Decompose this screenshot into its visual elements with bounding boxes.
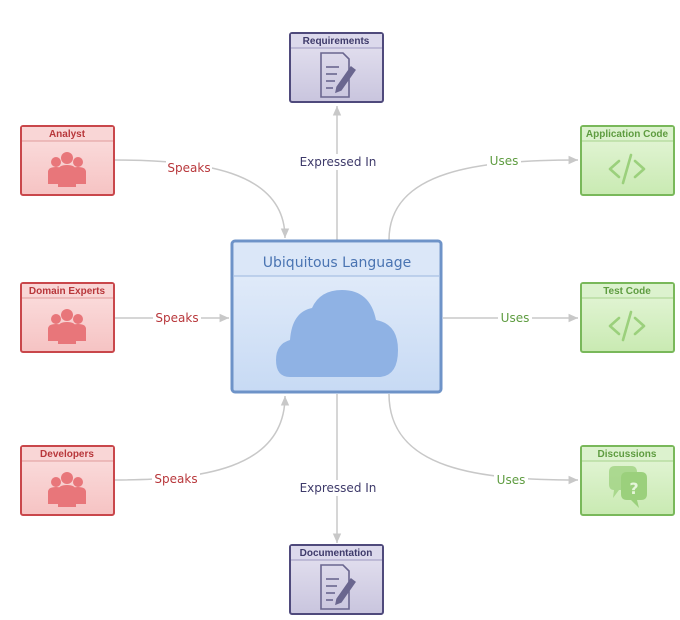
- edge-labels: Speaks Speaks Speaks Expressed In Expres…: [152, 153, 532, 496]
- edge-label-discussions: Uses: [497, 473, 526, 487]
- center-node[interactable]: Ubiquitous Language: [230, 239, 443, 394]
- center-title: Ubiquitous Language: [263, 255, 411, 271]
- node-domain-experts[interactable]: Domain Experts: [20, 282, 115, 353]
- edge-label-test-code: Uses: [501, 311, 530, 325]
- node-analyst[interactable]: Analyst: [20, 125, 115, 196]
- node-title: Requirements: [303, 36, 370, 47]
- node-application-code[interactable]: Application Code: [580, 125, 675, 196]
- edge-label-developers: Speaks: [154, 472, 197, 486]
- edge-label-analyst: Speaks: [167, 161, 210, 175]
- node-title: Application Code: [586, 129, 669, 140]
- edge-label-requirements: Expressed In: [300, 155, 377, 169]
- edge-label-domain-experts: Speaks: [155, 311, 198, 325]
- node-requirements[interactable]: Requirements: [289, 32, 384, 103]
- node-title: Test Code: [603, 286, 651, 297]
- edge-developers: [113, 395, 290, 481]
- node-title: Analyst: [49, 129, 86, 140]
- edge-discussions: [388, 393, 579, 485]
- edge-analyst: [113, 159, 290, 239]
- edge-label-documentation: Expressed In: [300, 481, 377, 495]
- node-developers[interactable]: Developers: [20, 445, 115, 516]
- node-title: Domain Experts: [29, 286, 106, 297]
- edge-label-application-code: Uses: [490, 154, 519, 168]
- edge-application-code: [388, 155, 579, 241]
- node-documentation[interactable]: Documentation: [289, 544, 384, 615]
- node-test-code[interactable]: Test Code: [580, 282, 675, 353]
- node-title: Discussions: [598, 449, 657, 460]
- node-title: Developers: [40, 449, 94, 460]
- cloud-icon: [276, 290, 398, 377]
- edges: [113, 106, 579, 543]
- question-mark-glyph: ?: [629, 479, 638, 498]
- node-title: Documentation: [300, 548, 373, 559]
- node-discussions[interactable]: Discussions ?: [580, 445, 675, 516]
